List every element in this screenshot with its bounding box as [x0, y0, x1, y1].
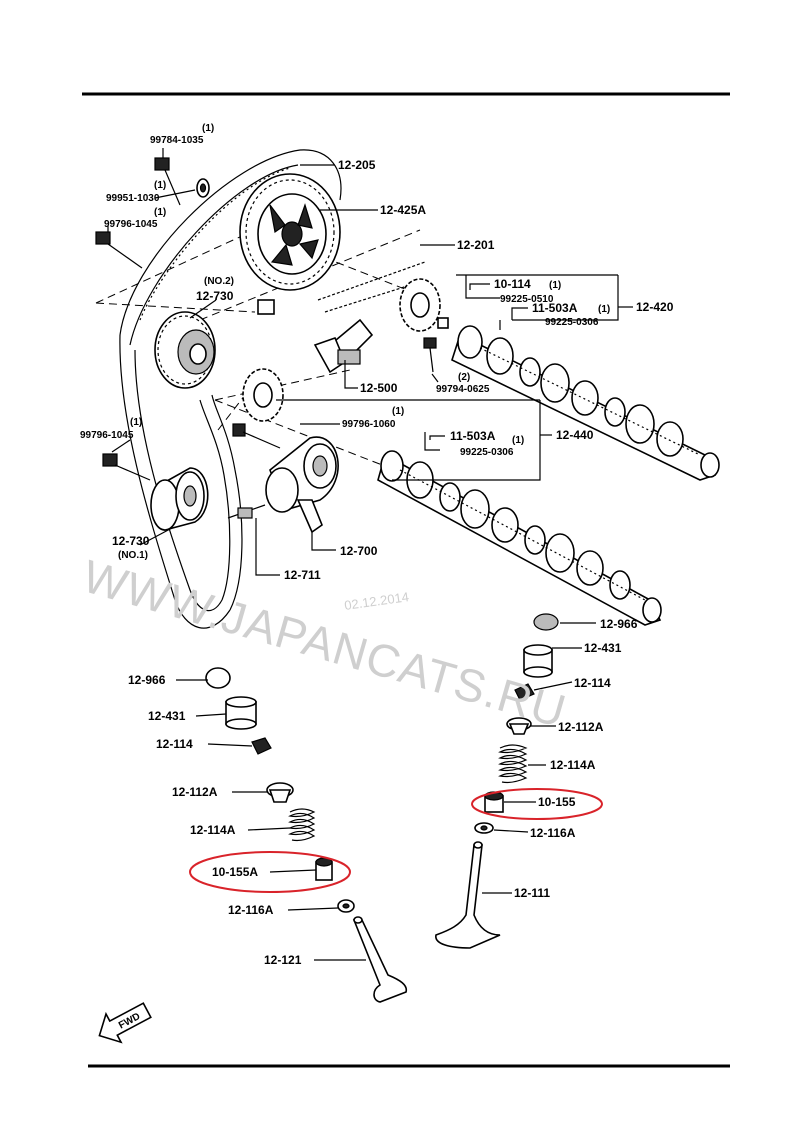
label-12-500: 12-500 [360, 381, 398, 395]
l-tappet [225, 696, 257, 730]
cam-sprocket-lower [242, 368, 284, 422]
bolt-99784-1035 [154, 157, 181, 206]
label-r-12-114A: 12-114A [550, 758, 596, 772]
bolt-99794-0625 [423, 337, 437, 373]
label-l-12-121: 12-121 [264, 953, 302, 967]
date-stamp: 02.12.2014 [343, 589, 410, 613]
label-r-12-966: 12-966 [600, 617, 638, 631]
label-l-12-431: 12-431 [148, 709, 186, 723]
cam-pulley [239, 173, 341, 315]
label-99796-1060-qty: (1) [392, 406, 404, 417]
label-r-10-155: 10-155 [538, 795, 576, 809]
label-r-12-111: 12-111 [514, 886, 550, 900]
leader-lines [107, 148, 633, 961]
right-valve-stack [435, 613, 559, 949]
r-valve [435, 841, 501, 949]
label-12-205: 12-205 [338, 158, 376, 172]
camshaft-exhaust [377, 450, 662, 626]
label-r-12-112A: 12-112A [558, 720, 604, 734]
label-r-12-431: 12-431 [584, 641, 622, 655]
r-retainer [506, 717, 532, 735]
label-11-503A-top: 11-503A [532, 301, 578, 315]
fwd-arrow-icon: FWD [98, 1002, 152, 1044]
label-99951-1030: 99951-1030 [106, 193, 160, 204]
label-99225-0306-top: 99225-0306 [545, 317, 599, 328]
label-l-12-114: 12-114 [156, 737, 193, 751]
label-99796-1045-a: 99796-1045 [104, 219, 158, 230]
label-12-730-no2: 12-730 [196, 289, 234, 303]
label-99794-qty: (2) [458, 372, 470, 383]
label-l-12-114A: 12-114A [190, 823, 236, 837]
label-12-730-no1-note: (NO.1) [118, 550, 148, 561]
part-labels: (1) 99784-1035 (1) 99951-1030 (1) 99796-… [80, 123, 674, 967]
label-99784-qty: (1) [202, 123, 214, 134]
label-99784-1035: 99784-1035 [150, 135, 204, 146]
label-l-12-116A: 12-116A [228, 903, 274, 917]
washer-99951-1030 [196, 178, 210, 198]
label-99796-1060: 99796-1060 [342, 419, 396, 430]
label-12-700: 12-700 [340, 544, 378, 558]
tensioner-pulley [265, 436, 339, 534]
label-10-114: 10-114 [494, 277, 531, 291]
l-spring [288, 808, 316, 842]
r-spring [498, 744, 528, 784]
left-valve-stack [205, 667, 408, 1003]
label-99796a-qty: (1) [154, 207, 166, 218]
cam-sprocket-upper [399, 278, 449, 332]
label-11-503A-top-qty: (1) [598, 304, 610, 315]
label-12-730-no2-note: (NO.2) [204, 276, 234, 287]
alignment-lines [95, 229, 421, 471]
label-r-12-116A: 12-116A [530, 826, 576, 840]
timing-belt [119, 149, 342, 629]
label-12-201: 12-201 [457, 238, 495, 252]
chain-tensioner [313, 318, 374, 378]
label-99951-qty: (1) [154, 180, 166, 191]
idler-pulley-no1 [150, 467, 209, 532]
label-10-114-qty: (1) [549, 280, 561, 291]
label-12-730-no1: 12-730 [112, 534, 150, 548]
label-11-503A-bot: 11-503A [450, 429, 496, 443]
label-11-503A-bot-qty: (1) [512, 435, 524, 446]
label-l-12-966: 12-966 [128, 673, 166, 687]
r-tappet [523, 644, 553, 678]
label-99225-0306-bot: 99225-0306 [460, 447, 514, 458]
idler-pulley-no2 [154, 311, 216, 389]
label-r-12-114: 12-114 [574, 676, 611, 690]
label-12-440: 12-440 [556, 428, 594, 442]
camshaft-intake [451, 325, 720, 481]
highlight-10-155A [189, 851, 351, 893]
label-99225-0510: 99225-0510 [500, 294, 554, 305]
stud-12-711 [227, 504, 266, 519]
l-retainer [266, 782, 294, 803]
bolt-99796-1045-top [95, 231, 143, 269]
highlight-10-155 [471, 788, 603, 820]
label-12-425A: 12-425A [380, 203, 426, 217]
label-l-10-155A: 10-155A [212, 865, 258, 879]
label-99796b-qty: (1) [130, 417, 142, 428]
bolt-99796-1060 [232, 423, 281, 449]
label-12-420: 12-420 [636, 300, 674, 314]
label-99794-0625: 99794-0625 [436, 384, 490, 395]
l-valve-seal [315, 857, 333, 881]
label-l-12-112A: 12-112A [172, 785, 218, 799]
bolt-99796-1045-lower [102, 453, 151, 481]
label-99796-1045-b: 99796-1045 [80, 430, 134, 441]
l-valve [352, 916, 408, 1003]
timing-chain [317, 261, 426, 313]
label-12-711: 12-711 [284, 568, 321, 582]
